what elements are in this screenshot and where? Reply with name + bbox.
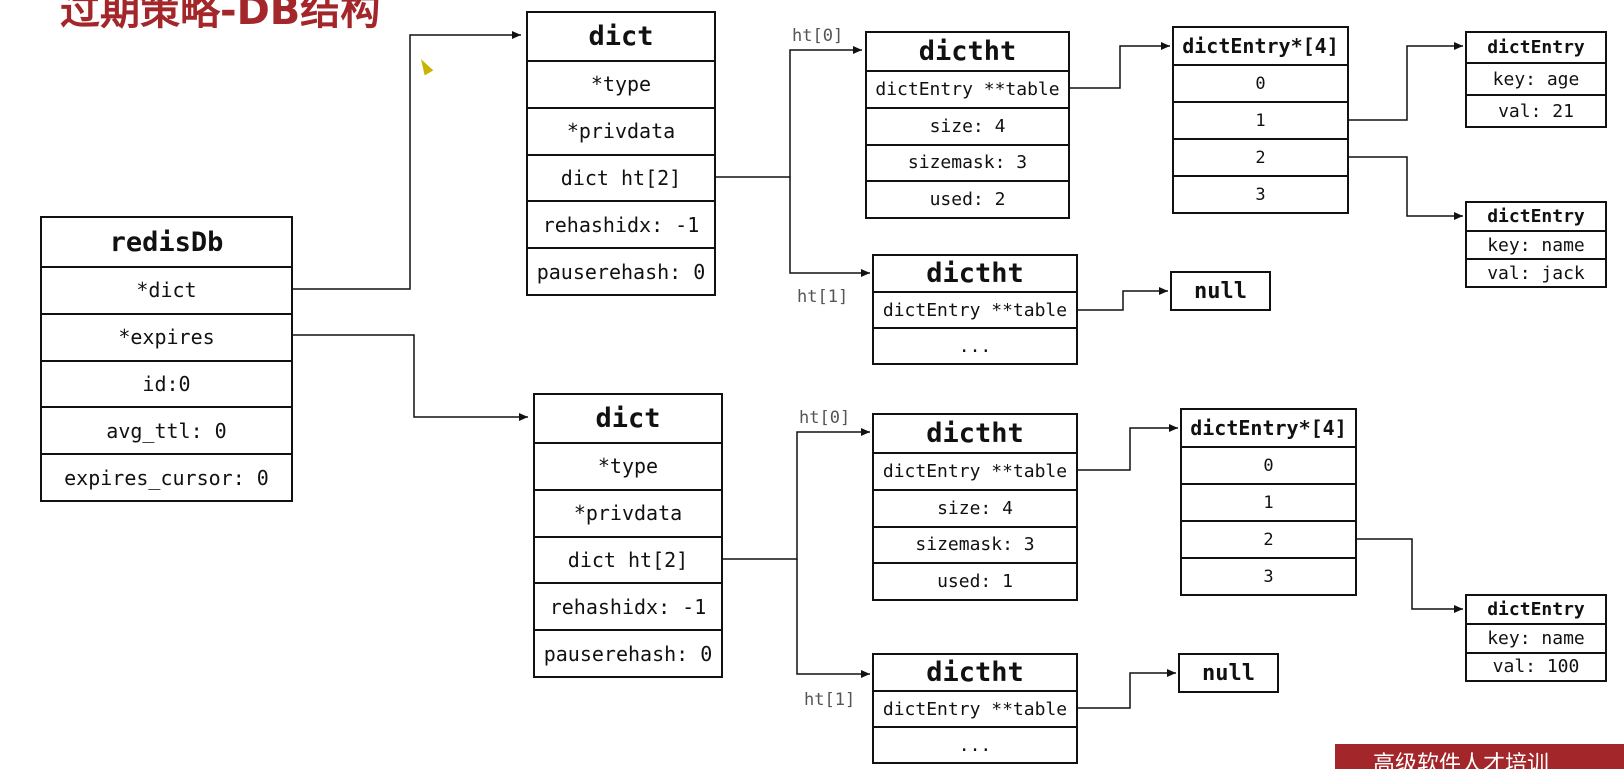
- arrow-top-ht1: [789, 177, 870, 277]
- dictentry-array-top-slot-2: 2: [1174, 140, 1347, 177]
- ht1-label-bottom: ht[1]: [804, 690, 856, 710]
- dict-bottom-field-pauserehash: pauserehash: 0: [543, 641, 713, 666]
- dictht-bottom-ht1-table: dictEntry **table: [874, 692, 1076, 728]
- dictht-bottom-ht1: dictht dictEntry **table ...: [872, 653, 1078, 764]
- dictht-top-ht0-title: dictht: [867, 33, 1068, 72]
- dict-top-struct: dict *type *privdata dict ht[2] rehashid…: [526, 11, 716, 296]
- dictentry-name-top-title: dictEntry: [1467, 203, 1605, 232]
- dict-top-field-rehashidx: rehashidx: -1: [528, 202, 714, 250]
- dictentry-array-top-slot-1: 1: [1174, 103, 1347, 140]
- dictentry-age-val: val: 21: [1498, 100, 1574, 122]
- dictht-top-ht1-more: ...: [958, 335, 992, 357]
- dictht-bottom-ht0-size: size: 4: [874, 491, 1076, 528]
- page-title: 过期策略-DB结构: [60, 0, 381, 34]
- arrow-expires-to-dict-bottom: [284, 334, 528, 421]
- dict-bottom-field-ht: dict ht[2]: [535, 538, 721, 585]
- dict-top-field-ht: dict ht[2]: [528, 156, 714, 203]
- arrow-table-to-array-bottom: [1077, 424, 1178, 471]
- dictentry-name-bottom-val: val: 100: [1492, 656, 1580, 678]
- dictht-bottom-ht1-title: dictht: [874, 655, 1076, 692]
- arrow-bottom-ht1: [796, 559, 870, 678]
- footer-banner-text: 高级软件人才培训: [1373, 752, 1550, 769]
- arrow-table-to-array-top: [1068, 42, 1170, 89]
- dict-top-field-pauserehash: pauserehash: 0: [536, 259, 706, 284]
- dictentry-age: dictEntry key: age val: 21: [1465, 31, 1607, 128]
- arrow-slot1-to-entry-age: [1348, 42, 1463, 121]
- redisdb-field-expires: *expires: [42, 315, 291, 362]
- dictentry-array-bottom: dictEntry*[4] 0 1 2 3: [1180, 408, 1357, 596]
- dictht-top-ht1-title: dictht: [874, 256, 1076, 293]
- dictht-top-ht0-used: used: 2: [929, 189, 1006, 211]
- dictht-bottom-ht1-more: ...: [958, 734, 992, 756]
- dictentry-name-top-val: val: jack: [1487, 262, 1585, 284]
- ht1-label-top: ht[1]: [797, 287, 849, 307]
- redisdb-title: redisDb: [42, 218, 291, 268]
- dictht-top-ht1: dictht dictEntry **table ...: [872, 254, 1078, 365]
- dictht-bottom-ht0-used: used: 1: [937, 571, 1013, 593]
- dictht-bottom-ht0: dictht dictEntry **table size: 4 sizemas…: [872, 413, 1078, 601]
- dictht-bottom-ht0-title: dictht: [874, 415, 1076, 454]
- dictht-top-ht1-table: dictEntry **table: [874, 293, 1076, 329]
- arrow-table-to-null-top: [1077, 287, 1168, 311]
- redisdb-field-id: id:0: [42, 362, 291, 409]
- dict-bottom-field-type: *type: [535, 444, 721, 491]
- dictht-bottom-ht0-sizemask: sizemask: 3: [874, 528, 1076, 565]
- redisdb-field-avg-ttl: avg_ttl: 0: [42, 408, 291, 456]
- ht0-label-top: ht[0]: [792, 26, 844, 46]
- dictentry-name-top: dictEntry key: name val: jack: [1465, 201, 1607, 288]
- dictentry-array-bottom-title: dictEntry*[4]: [1182, 410, 1355, 448]
- dictentry-array-top-slot-0: 0: [1174, 66, 1347, 103]
- dictht-bottom-ht0-table: dictEntry **table: [874, 454, 1076, 491]
- redisdb-field-dict: *dict: [42, 268, 291, 315]
- dictentry-name-top-key: key: name: [1467, 232, 1605, 260]
- null-top: null: [1170, 271, 1271, 311]
- redisdb-field-expires-cursor: expires_cursor: 0: [64, 465, 269, 490]
- dictentry-name-bottom: dictEntry key: name val: 100: [1465, 594, 1607, 682]
- redisdb-struct: redisDb *dict *expires id:0 avg_ttl: 0 e…: [40, 216, 293, 502]
- arrow-dict-to-dict-top: [284, 31, 521, 290]
- dictht-top-ht0-size: size: 4: [867, 109, 1068, 146]
- dictentry-array-bottom-slot-3: 3: [1263, 566, 1274, 587]
- dictentry-array-top-title: dictEntry*[4]: [1174, 28, 1347, 66]
- dict-top-field-privdata: *privdata: [528, 109, 714, 156]
- dict-top-title: dict: [528, 13, 714, 62]
- arrow-slot2-to-entry-name-top: [1348, 156, 1463, 220]
- dict-bottom-field-privdata: *privdata: [535, 491, 721, 538]
- dictentry-name-bottom-title: dictEntry: [1467, 596, 1605, 625]
- arrow-top-ht0: [715, 46, 862, 178]
- dict-bottom-title: dict: [535, 395, 721, 444]
- arrow-table-to-null-bottom: [1077, 669, 1176, 709]
- dictht-top-ht0-sizemask: sizemask: 3: [867, 146, 1068, 183]
- arrow-slot2-to-entry-name-bottom: [1355, 538, 1463, 613]
- dict-top-field-type: *type: [528, 62, 714, 109]
- dictentry-array-top: dictEntry*[4] 0 1 2 3: [1172, 26, 1349, 214]
- dictht-top-ht0: dictht dictEntry **table size: 4 sizemas…: [865, 31, 1070, 219]
- dictentry-array-bottom-slot-2: 2: [1182, 522, 1355, 559]
- dictentry-age-key: key: age: [1467, 64, 1605, 96]
- dictentry-array-bottom-slot-1: 1: [1182, 485, 1355, 522]
- dict-bottom-struct: dict *type *privdata dict ht[2] rehashid…: [533, 393, 723, 678]
- ht0-label-bottom: ht[0]: [799, 408, 851, 428]
- dictentry-array-bottom-slot-0: 0: [1182, 448, 1355, 485]
- dictentry-age-title: dictEntry: [1467, 33, 1605, 64]
- dictht-top-ht0-table: dictEntry **table: [867, 72, 1068, 109]
- arrow-bottom-ht0: [722, 428, 870, 560]
- footer-banner: 高级软件人才培训: [1335, 744, 1624, 769]
- dictentry-array-top-slot-3: 3: [1255, 184, 1266, 205]
- null-bottom: null: [1178, 653, 1279, 693]
- dictentry-name-bottom-key: key: name: [1467, 625, 1605, 654]
- dict-bottom-field-rehashidx: rehashidx: -1: [535, 584, 721, 632]
